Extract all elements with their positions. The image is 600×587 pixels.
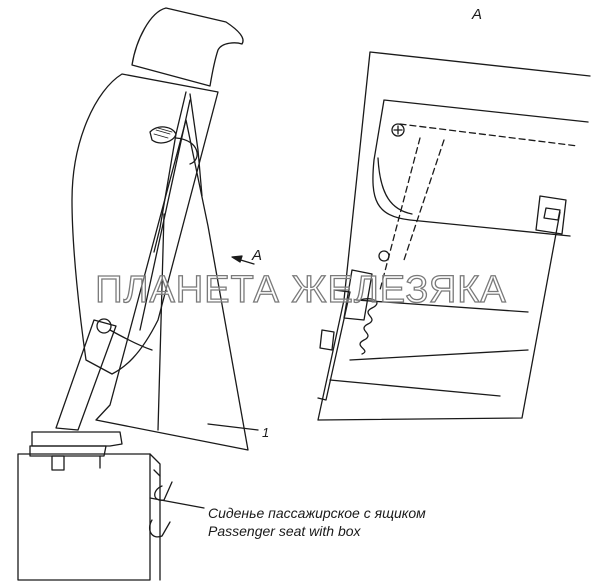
caption-en: Passenger seat with box xyxy=(208,523,361,539)
detail-latch-slot xyxy=(535,195,567,235)
strap xyxy=(153,91,187,253)
box-side xyxy=(149,453,161,581)
detail-screw-upper-slot xyxy=(393,125,403,135)
strap-2 xyxy=(189,93,203,197)
buckle-icon xyxy=(149,126,177,144)
seat-backrest xyxy=(71,73,219,375)
hinge-arm xyxy=(55,319,117,431)
view-a-label: A xyxy=(472,6,483,23)
detail-lower-panel xyxy=(329,299,529,397)
watermark: ПЛАНЕТА ЖЕЛЕЗЯКА xyxy=(95,268,507,311)
hook-lower-icon xyxy=(148,519,171,538)
detail-panel-outer xyxy=(317,51,591,421)
detail-edge-strip xyxy=(317,289,351,401)
box-body xyxy=(17,453,151,581)
seat-cushion xyxy=(95,119,249,451)
detail-bolt xyxy=(319,329,335,351)
hook-upper-icon xyxy=(153,469,173,501)
detail-spring-icon xyxy=(359,298,378,355)
view-arrow-head xyxy=(231,255,243,263)
box-top xyxy=(31,431,123,447)
caption-ru: Сиденье пассажирское с ящиком xyxy=(208,505,426,521)
callout-1-label: 1 xyxy=(262,425,270,440)
arrow-a-label: A xyxy=(252,247,263,264)
detail-panel-inner xyxy=(372,99,589,237)
hinge-pivot-icon xyxy=(96,318,112,334)
detail-bracket xyxy=(343,269,373,321)
callout-1-leader xyxy=(207,423,259,431)
box-lid xyxy=(29,445,107,457)
detail-frame-edge xyxy=(377,157,413,215)
cushion-edge xyxy=(157,213,165,431)
headrest xyxy=(131,7,244,87)
buckle-hatch xyxy=(153,127,173,139)
detail-screw-upper-icon xyxy=(391,123,405,137)
detail-screw-lower-icon xyxy=(378,250,390,262)
backrest-fold-line xyxy=(109,329,153,351)
caption-leader xyxy=(149,497,205,509)
caption: Сиденье пассажирское с ящиком Passenger … xyxy=(208,504,426,540)
detail-dashed-edge xyxy=(379,123,579,291)
box-latch-icon xyxy=(51,455,65,471)
